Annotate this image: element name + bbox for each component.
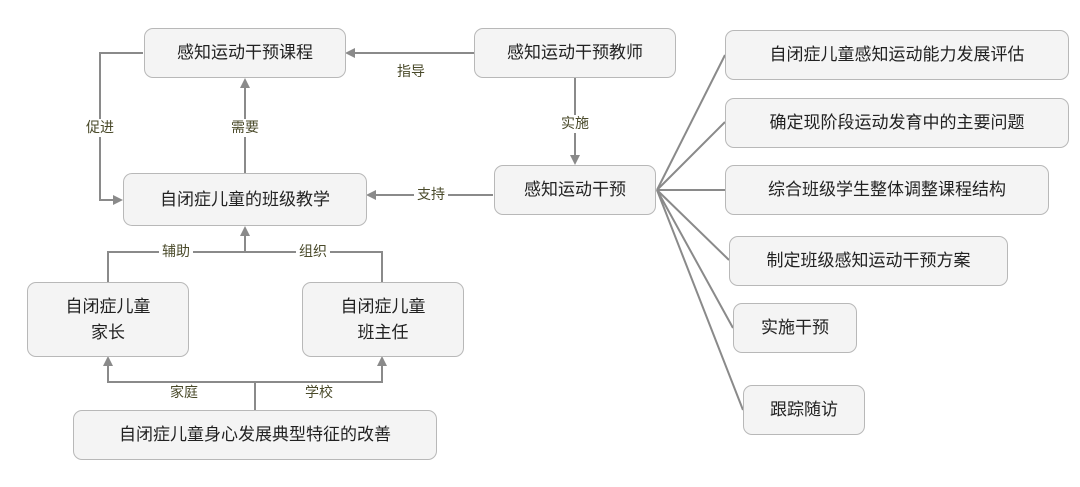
edge-label-organize: 组织 (296, 243, 330, 261)
edge-label-implement: 实施 (558, 115, 592, 133)
node-parent: 自闭症儿童 家长 (27, 282, 189, 357)
edge-family (103, 356, 255, 383)
edge-label-promote: 促进 (83, 119, 117, 137)
edge-fan-2 (656, 121, 726, 191)
edge-label-guide: 指导 (394, 63, 428, 81)
node-step-plan: 制定班级感知运动干预方案 (729, 236, 1008, 286)
node-class-teaching: 自闭症儿童的班级教学 (123, 173, 367, 226)
edge-label-support: 支持 (414, 186, 448, 204)
edge-fan-1 (656, 54, 726, 191)
node-step-structure: 综合班级学生整体调整课程结构 (725, 165, 1049, 215)
edge-label-family: 家庭 (167, 384, 201, 402)
node-head-teacher: 自闭症儿童 班主任 (302, 282, 464, 357)
edge-label-assist: 辅助 (159, 243, 193, 261)
edge-fan-4 (656, 189, 730, 261)
node-step-assess: 自闭症儿童感知运动能力发展评估 (725, 30, 1069, 80)
node-improvement: 自闭症儿童身心发展典型特征的改善 (73, 410, 437, 460)
edge-label-school: 学校 (302, 384, 336, 402)
node-course: 感知运动干预课程 (144, 28, 346, 78)
edge-parent-up (107, 251, 383, 282)
edge-fan-5 (656, 189, 734, 329)
node-step-followup: 跟踪随访 (743, 385, 865, 435)
node-intervention: 感知运动干预 (494, 165, 656, 215)
edge-label-need: 需要 (228, 119, 262, 137)
node-step-problems: 确定现阶段运动发育中的主要问题 (725, 98, 1069, 148)
node-step-implement: 实施干预 (733, 303, 857, 353)
node-teacher: 感知运动干预教师 (474, 28, 676, 78)
edge-fan-6 (656, 189, 744, 411)
edge-school (255, 356, 387, 383)
